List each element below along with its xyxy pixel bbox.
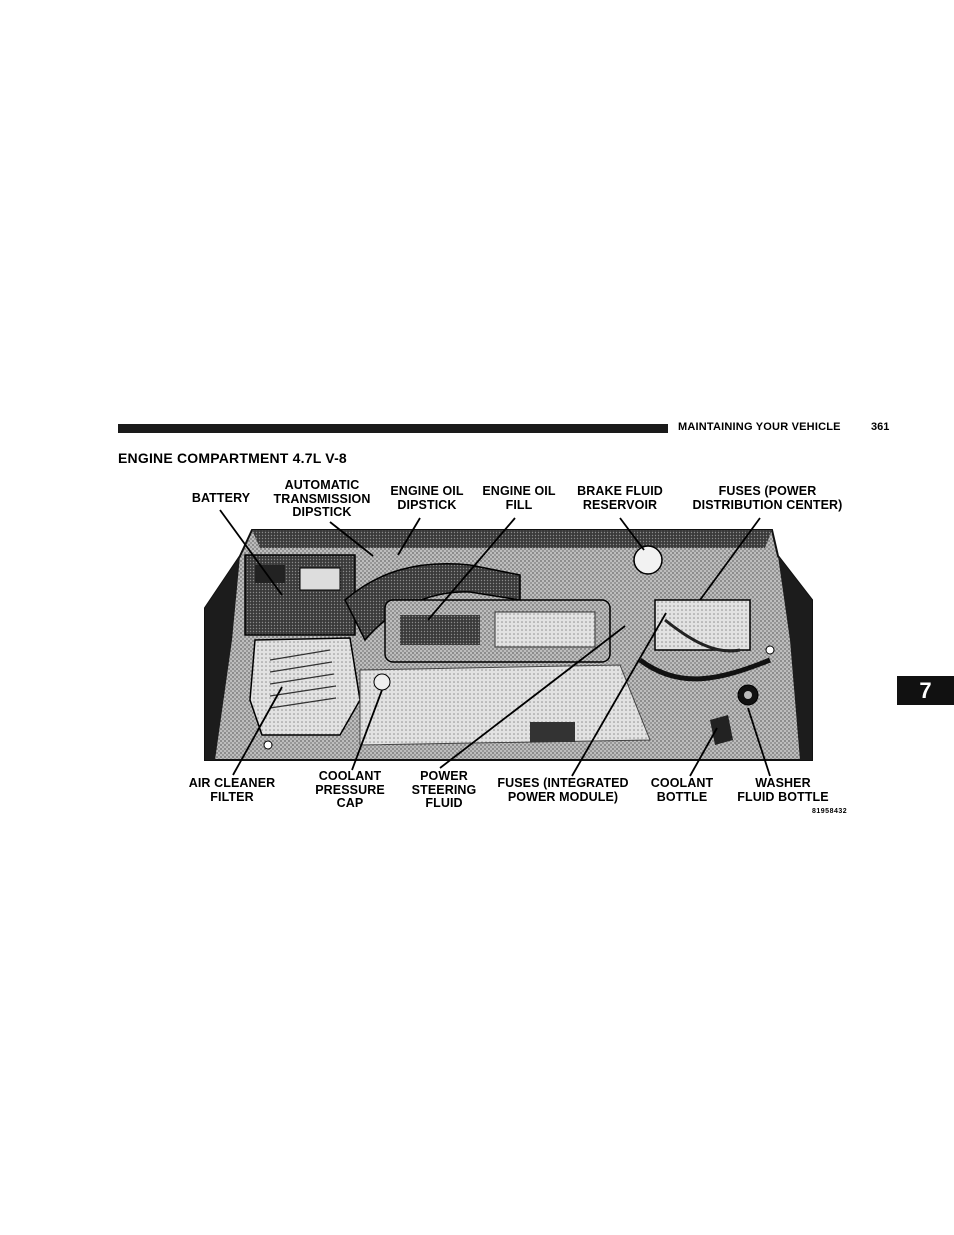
header-rule <box>118 424 668 433</box>
chapter-tab: 7 <box>897 676 954 705</box>
label-fuses-pdc: FUSES (POWER DISTRIBUTION CENTER) <box>692 484 843 512</box>
label-engine-oil-fill: ENGINE OIL FILL <box>482 484 556 512</box>
label-coolant-bottle: COOLANT BOTTLE <box>650 776 714 804</box>
label-washer-fluid-bottle: WASHER FLUID BOTTLE <box>737 776 829 804</box>
section-title: ENGINE COMPARTMENT 4.7L V-8 <box>118 450 347 466</box>
label-engine-oil-dipstick: ENGINE OIL DIPSTICK <box>390 484 464 512</box>
label-transmission-dipstick: AUTOMATIC TRANSMISSION DIPSTICK <box>273 478 371 519</box>
label-fuses-ipm: FUSES (INTEGRATED POWER MODULE) <box>497 776 629 804</box>
label-air-cleaner-filter: AIR CLEANER FILTER <box>188 776 276 804</box>
chapter-number: 7 <box>919 677 932 703</box>
engine-bay-photo <box>204 529 813 761</box>
callout-leader-lines <box>219 509 771 777</box>
label-power-steering-fluid: POWER STEERING FLUID <box>411 769 477 810</box>
label-coolant-pressure-cap: COOLANT PRESSURE CAP <box>315 769 385 810</box>
label-brake-fluid-reservoir: BRAKE FLUID RESERVOIR <box>577 484 663 512</box>
page-number: 361 <box>871 421 890 433</box>
running-header: MAINTAINING YOUR VEHICLE <box>678 421 841 433</box>
figure-code: 81958432 <box>812 808 848 815</box>
label-battery: BATTERY <box>191 491 251 505</box>
